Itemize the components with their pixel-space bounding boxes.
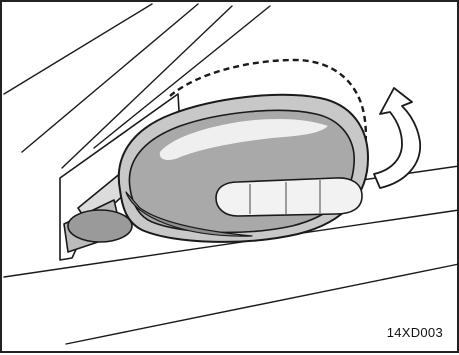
windshield-pillar-line-1 (4, 4, 152, 94)
turn-signal-lamp (216, 178, 362, 216)
signal-lamp-body (216, 178, 362, 216)
mount-base-foot (68, 210, 132, 242)
figure-code: 14XD003 (387, 326, 443, 339)
